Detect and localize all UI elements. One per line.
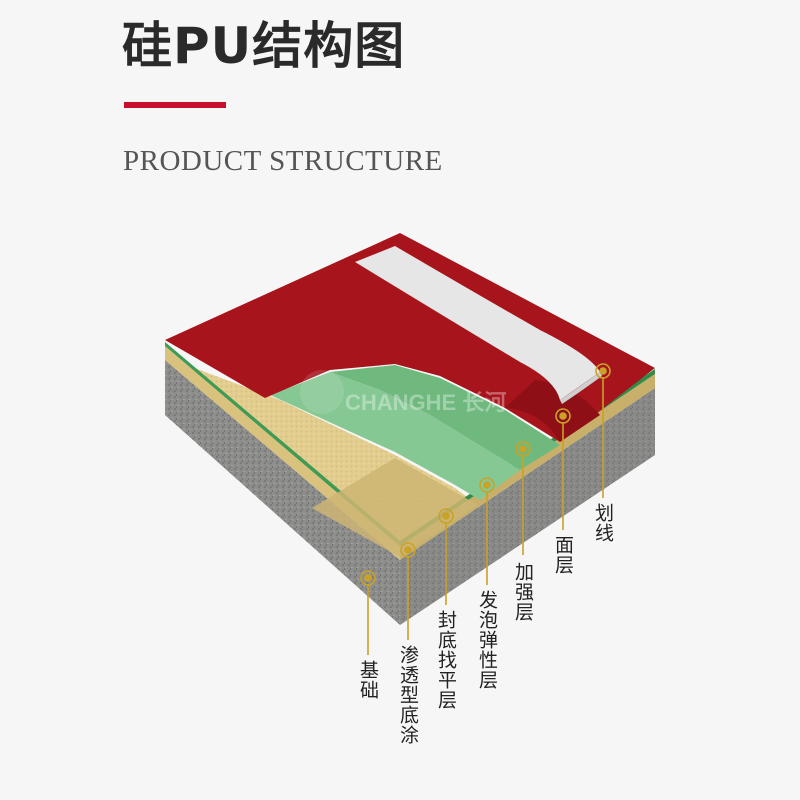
watermark-text: CHANGHE 长河 xyxy=(345,390,506,415)
label-sealing-leveling: 封底找平层 xyxy=(435,610,457,710)
label-penetrating-primer: 渗透型底涂 xyxy=(397,645,419,745)
layer-markers xyxy=(360,363,611,655)
marking-line-strip xyxy=(355,246,600,400)
title-underline xyxy=(124,102,226,108)
concrete-left-face xyxy=(165,360,400,625)
surface-peel-flap xyxy=(505,380,600,442)
concrete-right-face xyxy=(400,388,655,625)
page-subtitle: PRODUCT STRUCTURE xyxy=(123,145,443,177)
label-marking: 划线 xyxy=(592,503,614,543)
label-surface: 面层 xyxy=(552,535,574,575)
label-foam-elastic: 发泡弹性层 xyxy=(476,590,498,690)
label-reinforcement: 加强层 xyxy=(512,562,534,622)
page-title: 硅PU结构图 xyxy=(122,17,406,75)
foam-layer-top xyxy=(270,372,520,500)
label-base: 基础 xyxy=(357,660,379,700)
primer-layer xyxy=(312,458,478,557)
